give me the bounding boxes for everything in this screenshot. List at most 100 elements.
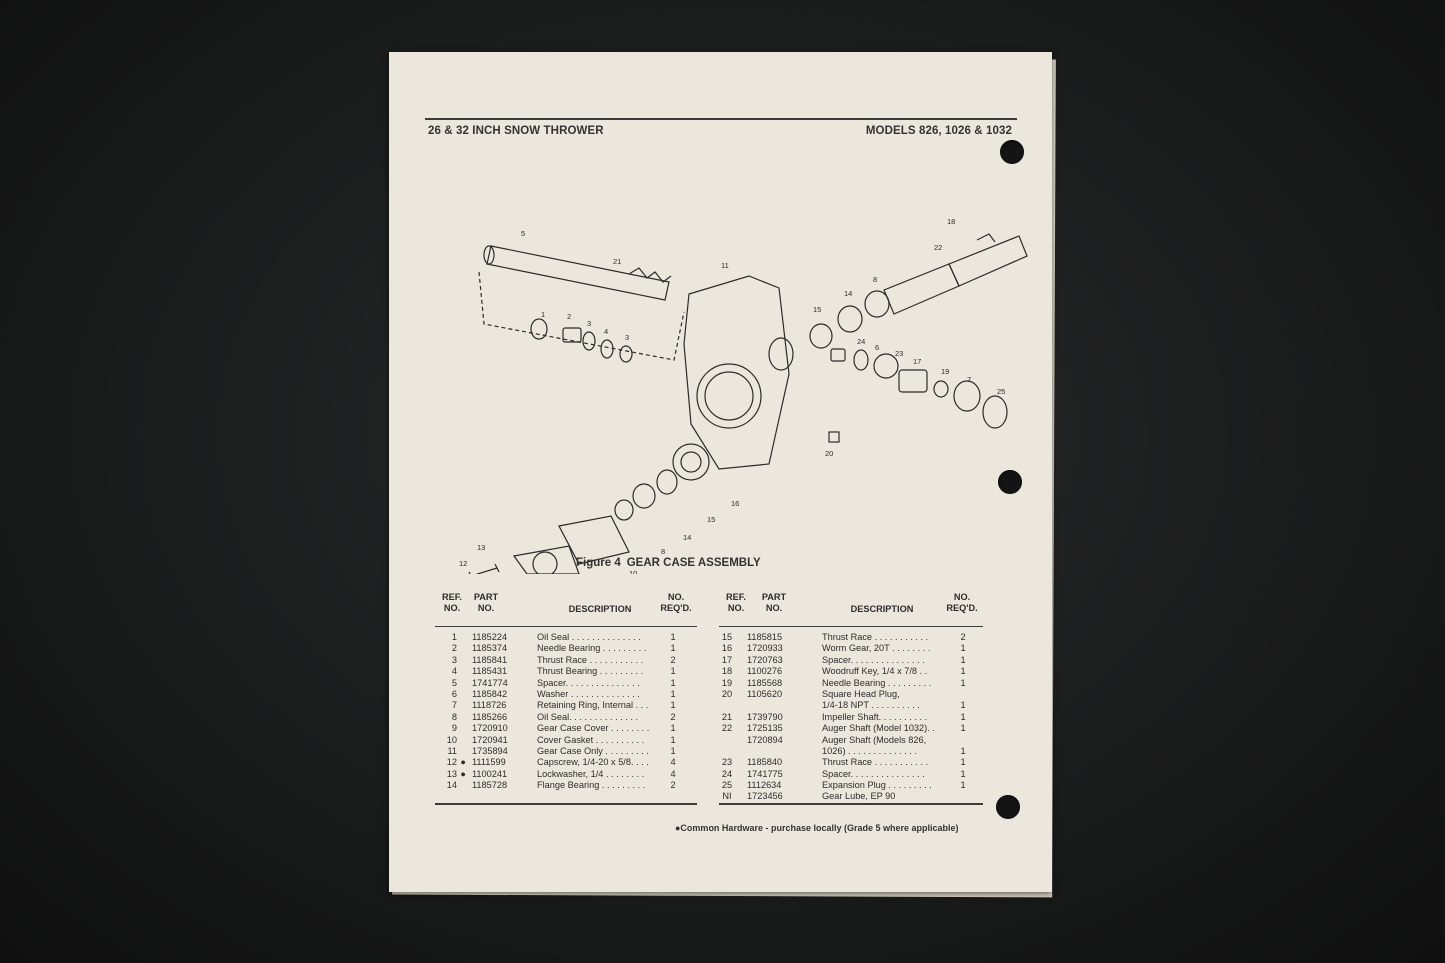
svg-text:10: 10: [629, 569, 637, 574]
ref-cell: 25: [721, 780, 733, 791]
svg-text:15: 15: [707, 515, 715, 524]
part-number-cell: 1720910: [472, 723, 508, 734]
svg-text:24: 24: [857, 337, 865, 346]
svg-text:14: 14: [683, 533, 691, 542]
qty-cell: 1: [960, 666, 966, 677]
description-cell: Washer . . . . . . . . . . . . . .: [537, 688, 640, 699]
table-row: 4 1185431 Thrust Bearing . . . . . . . . .…: [435, 666, 697, 677]
svg-text:15: 15: [813, 305, 821, 314]
part-number-cell: 1185568: [747, 677, 783, 688]
punch-hole-top: [1000, 140, 1024, 164]
ref-cell: 14: [446, 780, 457, 791]
ref-cell: 4: [451, 666, 457, 677]
description-cell: Thrust Bearing . . . . . . . . .: [537, 666, 644, 677]
table-header: REF. NO. PART NO. DESCRIPTION NO. REQ'D.: [719, 592, 983, 627]
qty-header: NO. REQ'D.: [660, 592, 692, 613]
part-header: PART NO.: [761, 592, 787, 613]
description-header: DESCRIPTION: [568, 604, 632, 614]
ref-cell: 20: [721, 688, 733, 699]
part-number-cell: 1111599: [472, 757, 506, 768]
svg-text:14: 14: [844, 289, 852, 298]
part-number-cell: 1725135: [747, 723, 783, 734]
qty-cell: 1: [960, 700, 966, 711]
description-cell: Gear Case Cover . . . . . . . .: [537, 723, 650, 734]
ref-header: REF. NO.: [726, 592, 746, 613]
svg-text:11: 11: [721, 261, 729, 270]
qty-cell: 2: [670, 780, 676, 791]
description-cell: Flange Bearing . . . . . . . . .: [537, 780, 646, 791]
description-cell: Lockwasher, 1/4 . . . . . . . .: [537, 768, 645, 779]
svg-text:3: 3: [587, 319, 591, 328]
qty-cell: 1: [670, 666, 676, 677]
qty-cell: 1: [670, 688, 676, 699]
part-number-cell: 1735894: [472, 745, 508, 756]
ref-cell: 19: [721, 677, 733, 688]
svg-text:22: 22: [934, 243, 942, 252]
svg-text:1: 1: [541, 310, 545, 319]
table-row: NI 1723456 Gear Lube, EP 90: [719, 791, 983, 802]
qty-cell: 1: [670, 677, 676, 688]
punch-hole-bottom: [996, 795, 1020, 819]
ref-cell: 11: [447, 745, 457, 756]
description-cell: Worm Gear, 20T . . . . . . . .: [822, 643, 931, 654]
ref-cell: 1: [451, 632, 457, 642]
punch-hole-middle: [998, 470, 1022, 494]
description-cell: Gear Lube, EP 90: [822, 791, 896, 802]
ref-cell: NI: [722, 791, 732, 802]
table-bottom-rule-right: [719, 803, 983, 805]
svg-text:8: 8: [661, 547, 665, 556]
description-cell: Spacer. . . . . . . . . . . . . . .: [822, 768, 925, 779]
qty-cell: 1: [670, 734, 676, 745]
svg-text:2: 2: [567, 312, 571, 321]
part-number-cell: 1185815: [747, 632, 783, 642]
description-cell: Woodruff Key, 1/4 x 7/8 . .: [822, 666, 928, 677]
ref-cell: 15: [721, 632, 733, 642]
qty-cell: 1: [960, 711, 966, 722]
description-cell: Thrust Race . . . . . . . . . . .: [537, 654, 644, 665]
figure-number: Figure 4: [576, 557, 621, 569]
document-title: 26 & 32 INCH SNOW THROWER: [428, 125, 604, 137]
svg-text:17: 17: [913, 357, 921, 366]
svg-text:7: 7: [967, 375, 971, 384]
qty-cell: 1: [670, 723, 676, 734]
qty-cell: 1: [670, 745, 676, 756]
description-cell: Thrust Race . . . . . . . . . . .: [822, 757, 929, 768]
table-row: 1/4-18 NPT . . . . . . . . . .1: [719, 700, 983, 711]
part-number-cell: 1723456: [747, 791, 783, 802]
ref-cell: 17: [721, 654, 733, 665]
ref-cell: 7: [451, 700, 457, 711]
svg-text:19: 19: [941, 367, 949, 376]
description-cell: Needle Bearing . . . . . . . . .: [822, 677, 932, 688]
ref-cell: 18: [721, 666, 733, 677]
part-number-cell: 1185431: [472, 666, 508, 677]
part-number-cell: 1185841: [472, 654, 508, 665]
ref-cell: 16: [721, 643, 733, 654]
figure-title: GEAR CASE ASSEMBLY: [626, 557, 761, 569]
svg-text:4: 4: [604, 327, 608, 336]
svg-text:21: 21: [613, 257, 621, 266]
svg-text:3: 3: [625, 333, 629, 342]
qty-cell: 2: [960, 632, 966, 642]
ref-cell: 8: [451, 711, 457, 722]
footnote: ●Common Hardware - purchase locally (Gra…: [675, 823, 959, 833]
svg-text:8: 8: [873, 275, 877, 284]
description-cell: Square Head Plug,: [822, 688, 900, 699]
part-number-cell: 1185224: [472, 632, 508, 642]
description-header: DESCRIPTION: [850, 604, 914, 614]
ref-cell: 24: [721, 768, 733, 779]
common-hardware-mark: ●: [460, 757, 466, 768]
part-number-cell: 1741774: [472, 677, 508, 688]
qty-cell: 1: [960, 768, 966, 779]
description-cell: Capscrew, 1/4-20 x 5/8. . . .: [537, 757, 649, 768]
